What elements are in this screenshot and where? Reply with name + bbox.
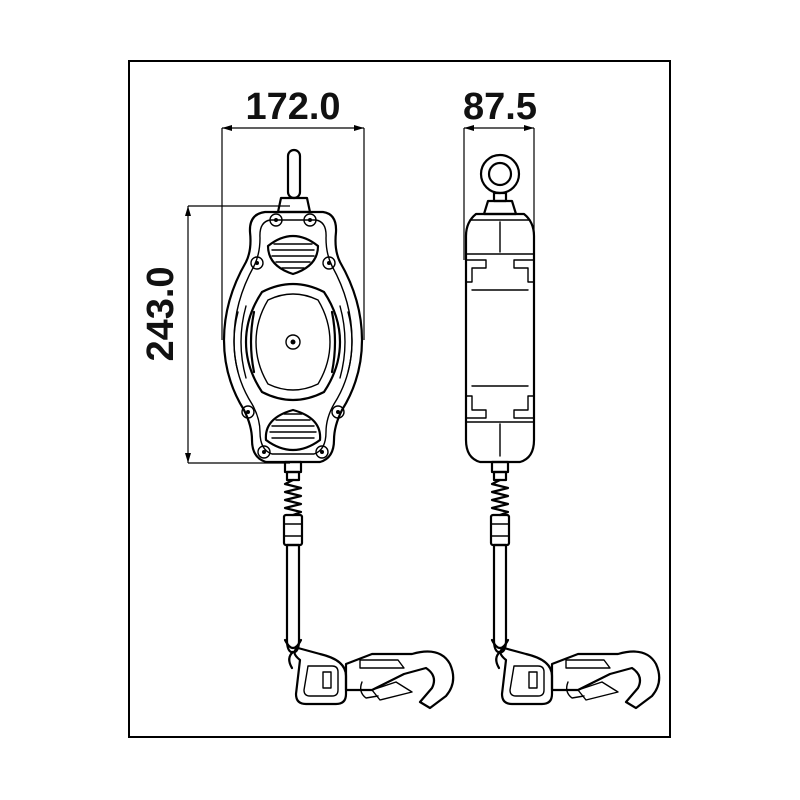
- width-dimension: 172.0: [221, 86, 365, 340]
- height-label: 243.0: [140, 266, 182, 361]
- side-view: [464, 153, 661, 710]
- depth-label: 87.5: [463, 86, 537, 128]
- width-label: 172.0: [245, 86, 340, 128]
- front-view: [222, 148, 455, 710]
- height-dimension: 243.0: [140, 205, 290, 464]
- drawing-frame: [128, 60, 671, 738]
